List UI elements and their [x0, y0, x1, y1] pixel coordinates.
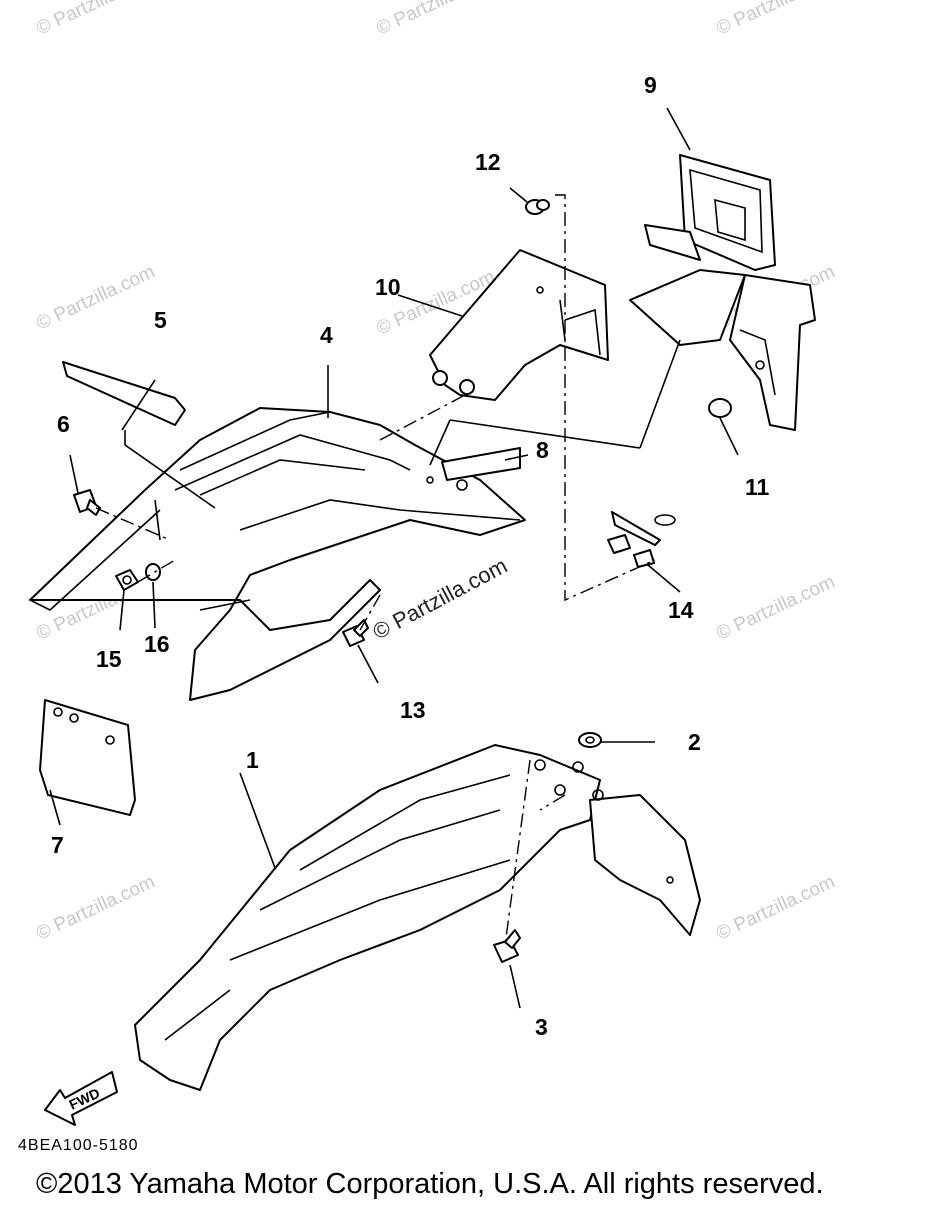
callout-11: 11 [745, 474, 770, 500]
callout-6: 6 [57, 411, 70, 437]
copyright-text: ©2013 Yamaha Motor Corporation, U.S.A. A… [36, 1168, 824, 1200]
part-6-bolt [73, 489, 101, 516]
callout-2: 2 [688, 729, 701, 755]
center-watermark: © Partzilla.com [369, 553, 512, 645]
callout-16: 16 [144, 631, 170, 657]
callout-3: 3 [535, 1014, 548, 1040]
callout-10: 10 [375, 274, 401, 300]
dash-dot-lines [95, 194, 656, 946]
leader-lines [49, 107, 739, 1009]
watermark: © Partzilla.com [373, 0, 498, 40]
callout-8: 8 [536, 437, 549, 463]
callout-9: 9 [644, 72, 657, 98]
part-14-screws [607, 511, 676, 568]
part-8-label [441, 447, 521, 481]
callout-labels: 1 2 3 4 5 6 7 8 9 10 11 12 13 14 15 16 [51, 72, 770, 1040]
watermark: © Partzilla.com [713, 0, 838, 40]
watermark: © Partzilla.com [713, 871, 838, 944]
diagram-code: 4BEA100-5180 [18, 1137, 139, 1154]
callout-7: 7 [51, 832, 64, 858]
callout-12: 12 [475, 149, 501, 175]
callout-15: 15 [96, 646, 122, 672]
part-9-plate-bracket [629, 154, 816, 431]
part-12-rivet [525, 199, 550, 215]
watermark: © Partzilla.com [33, 0, 158, 40]
callout-13: 13 [400, 697, 426, 723]
part-4-rear-fender [29, 407, 526, 701]
part-16-washer [145, 563, 161, 581]
part-11-grommet [708, 398, 732, 418]
callout-5: 5 [154, 307, 167, 333]
part-1-front-fender [134, 744, 701, 1091]
part-7-number-plate [39, 699, 136, 816]
part-2-washer [578, 732, 602, 748]
callout-4: 4 [320, 322, 333, 348]
part-3-bolt [493, 929, 521, 963]
part-10-bracket [429, 249, 609, 401]
watermark: © Partzilla.com [33, 261, 158, 334]
fwd-arrow: FWD [44, 1071, 118, 1126]
part-5-pad [62, 361, 186, 426]
watermark: © Partzilla.com [713, 571, 838, 644]
callout-14: 14 [668, 597, 694, 623]
callout-1: 1 [246, 747, 259, 773]
watermark: © Partzilla.com [33, 871, 158, 944]
